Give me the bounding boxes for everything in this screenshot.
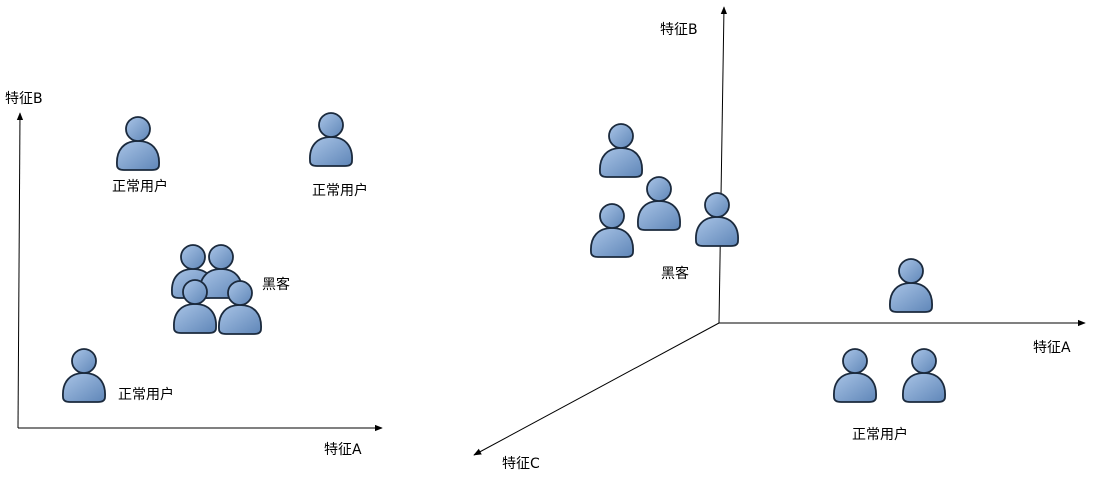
person-icon — [695, 192, 739, 247]
person-icon — [590, 203, 634, 258]
right-z-axis-label: 特征C — [502, 456, 540, 472]
person-icon — [902, 348, 946, 403]
hacker-label: 黑客 — [661, 266, 689, 282]
left-x-axis-label: 特征A — [324, 442, 362, 458]
right-z-axis — [473, 322, 720, 456]
normal-user-label: 正常用户 — [312, 183, 368, 199]
left-y-axis-label: 特征B — [5, 91, 43, 107]
right-x-axis-label: 特征A — [1033, 340, 1071, 356]
hacker-label: 黑客 — [262, 277, 290, 293]
left-y-axis — [16, 112, 24, 429]
normal-user-label: 正常用户 — [112, 179, 168, 195]
person-icon — [599, 123, 643, 178]
right-y-axis — [718, 6, 728, 324]
normal-user-label: 正常用户 — [852, 427, 908, 443]
right-y-axis-label: 特征B — [660, 22, 698, 38]
person-icon — [637, 176, 681, 231]
person-icon — [309, 112, 353, 167]
person-icon — [116, 116, 160, 171]
person-icon — [833, 348, 877, 403]
normal-user-label: 正常用户 — [118, 387, 174, 403]
person-icon — [62, 348, 106, 403]
person-icon — [889, 258, 933, 313]
